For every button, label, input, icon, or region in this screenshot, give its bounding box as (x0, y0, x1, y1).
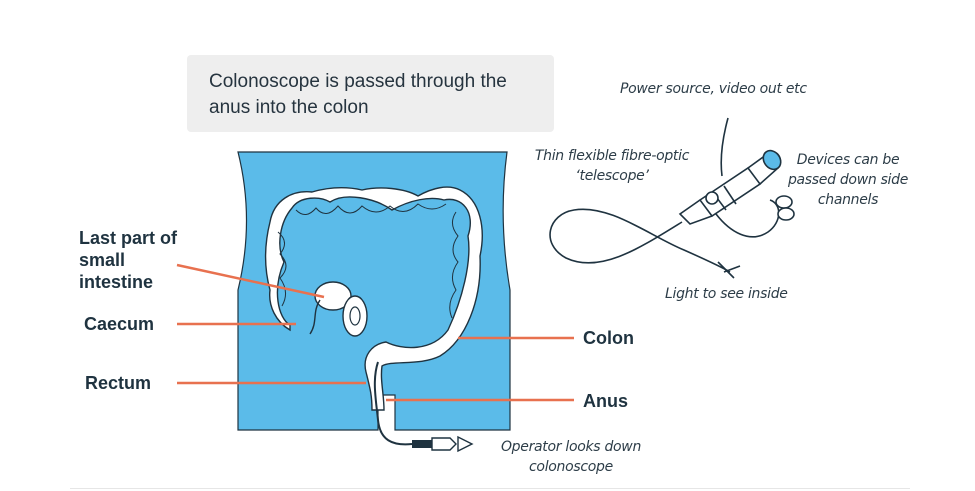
label-small-intestine: Last part of small intestine (79, 228, 178, 292)
label-caecum: Caecum (84, 314, 155, 334)
scope-tube-inner (373, 361, 413, 446)
caption-box: Colonoscope is passed through the anus i… (187, 55, 554, 132)
note-telescope: Thin flexible fibre-optic ‘telescope’ (534, 148, 690, 184)
label-rectum: Rectum (85, 373, 152, 393)
note-operator: Operator looks down colonoscope (500, 439, 642, 475)
label-anus: Anus (583, 391, 628, 411)
label-colon: Colon (583, 328, 634, 348)
bottom-divider (70, 488, 910, 489)
note-light: Light to see inside (665, 286, 788, 302)
colon-shape (264, 186, 483, 411)
small-intestine-coil (309, 281, 368, 337)
caption-text: Colonoscope is passed through the anus i… (209, 71, 507, 118)
pointer-lines (176, 263, 574, 402)
body-silhouette (237, 151, 511, 431)
eyepiece-icon (412, 435, 474, 453)
colonoscope-device-icon (549, 117, 795, 279)
note-devices: Devices can be passed down side channels (787, 152, 909, 208)
note-power-source: Power source, video out etc (620, 81, 807, 97)
colon-haustra (277, 203, 459, 319)
pointer-small-intestine (176, 263, 325, 299)
